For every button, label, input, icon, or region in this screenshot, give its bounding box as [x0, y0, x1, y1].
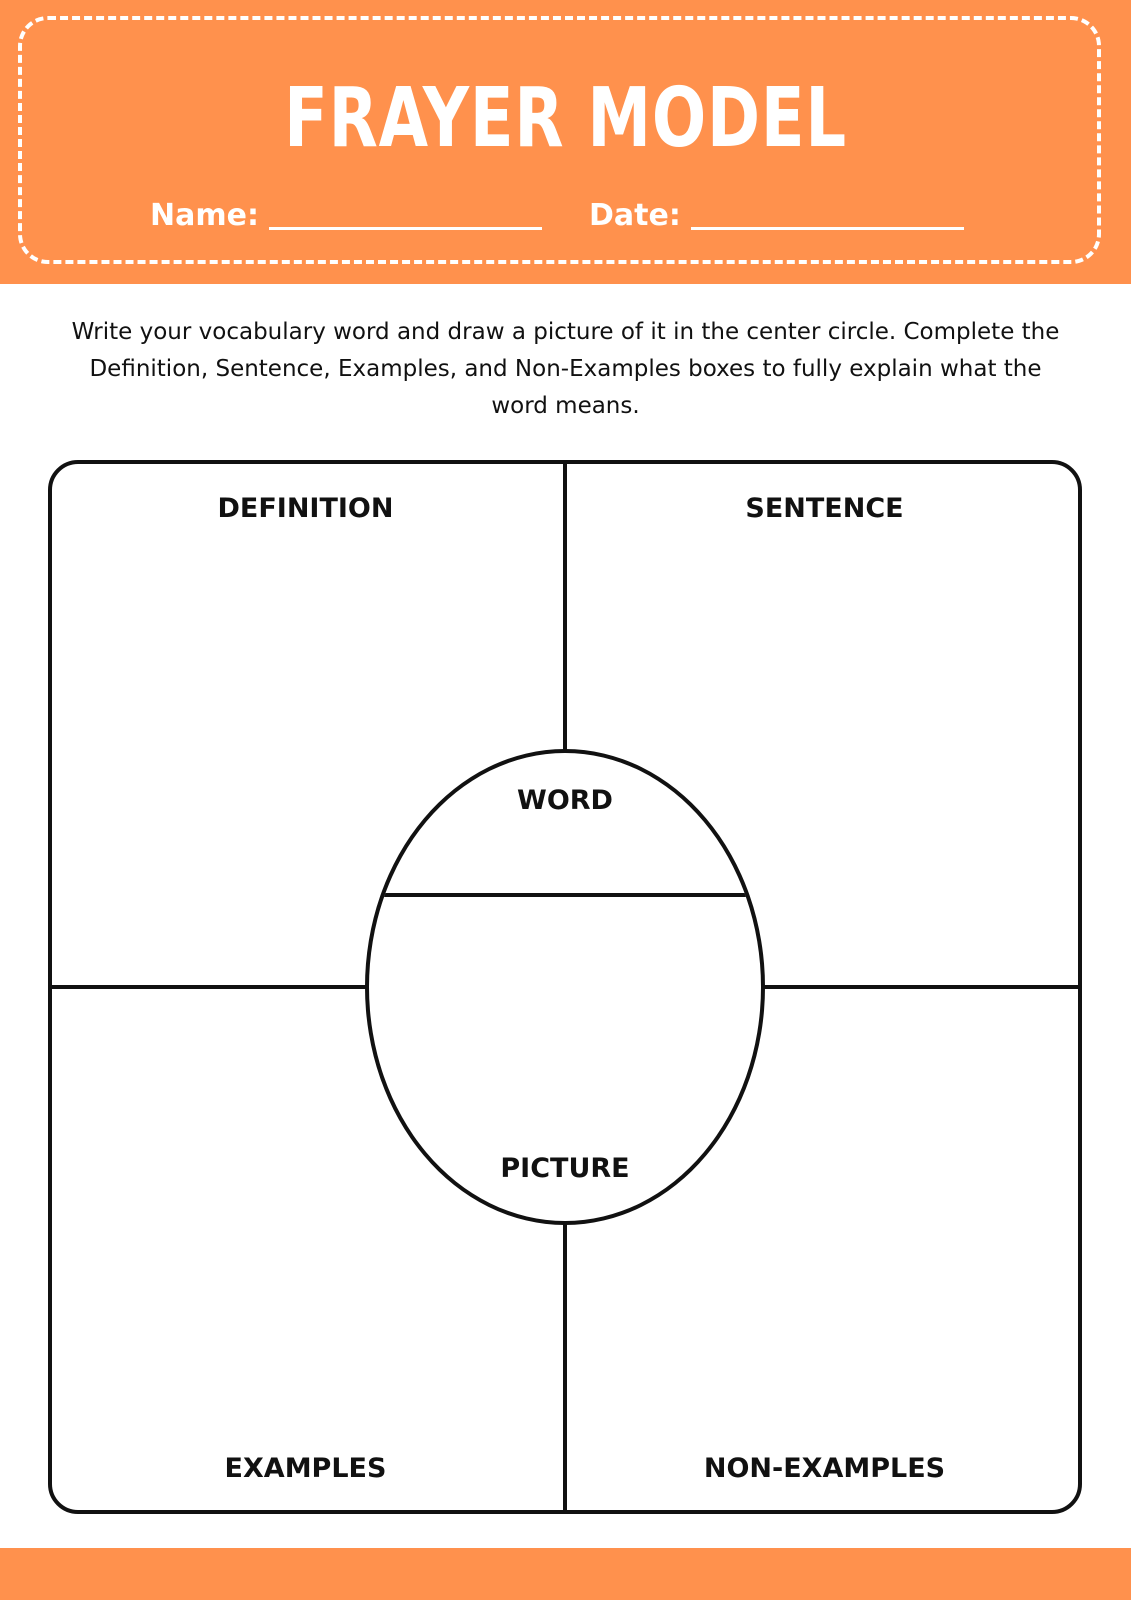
name-write-line[interactable]: [268, 227, 542, 230]
definition-label: DEFINITION: [217, 493, 394, 524]
instructions-text: Write your vocabulary word and draw a pi…: [71, 319, 1060, 419]
examples-label: EXAMPLES: [224, 1453, 387, 1484]
oval-divider: [369, 893, 761, 897]
grid-divider-vertical-bottom: [563, 1222, 567, 1512]
name-label: Name:: [150, 198, 259, 233]
header-dashed-border: [18, 16, 1101, 264]
sentence-label: SENTENCE: [745, 493, 904, 524]
header-banner: FRAYER MODEL Name: Date:: [0, 0, 1131, 284]
non-examples-label: NON-EXAMPLES: [703, 1453, 946, 1484]
date-field: Date:: [589, 196, 964, 236]
worksheet-title: FRAYER MODEL: [284, 71, 847, 166]
center-oval: [365, 749, 765, 1225]
date-write-line[interactable]: [690, 227, 964, 230]
grid-divider-horizontal-right: [763, 985, 1080, 989]
word-label: WORD: [517, 785, 613, 816]
grid-divider-horizontal-left: [50, 985, 368, 989]
date-label: Date:: [589, 198, 681, 233]
footer-bar: [0, 1548, 1131, 1600]
picture-label: PICTURE: [500, 1153, 630, 1184]
name-field: Name:: [150, 196, 542, 236]
grid-divider-vertical-top: [563, 462, 567, 752]
